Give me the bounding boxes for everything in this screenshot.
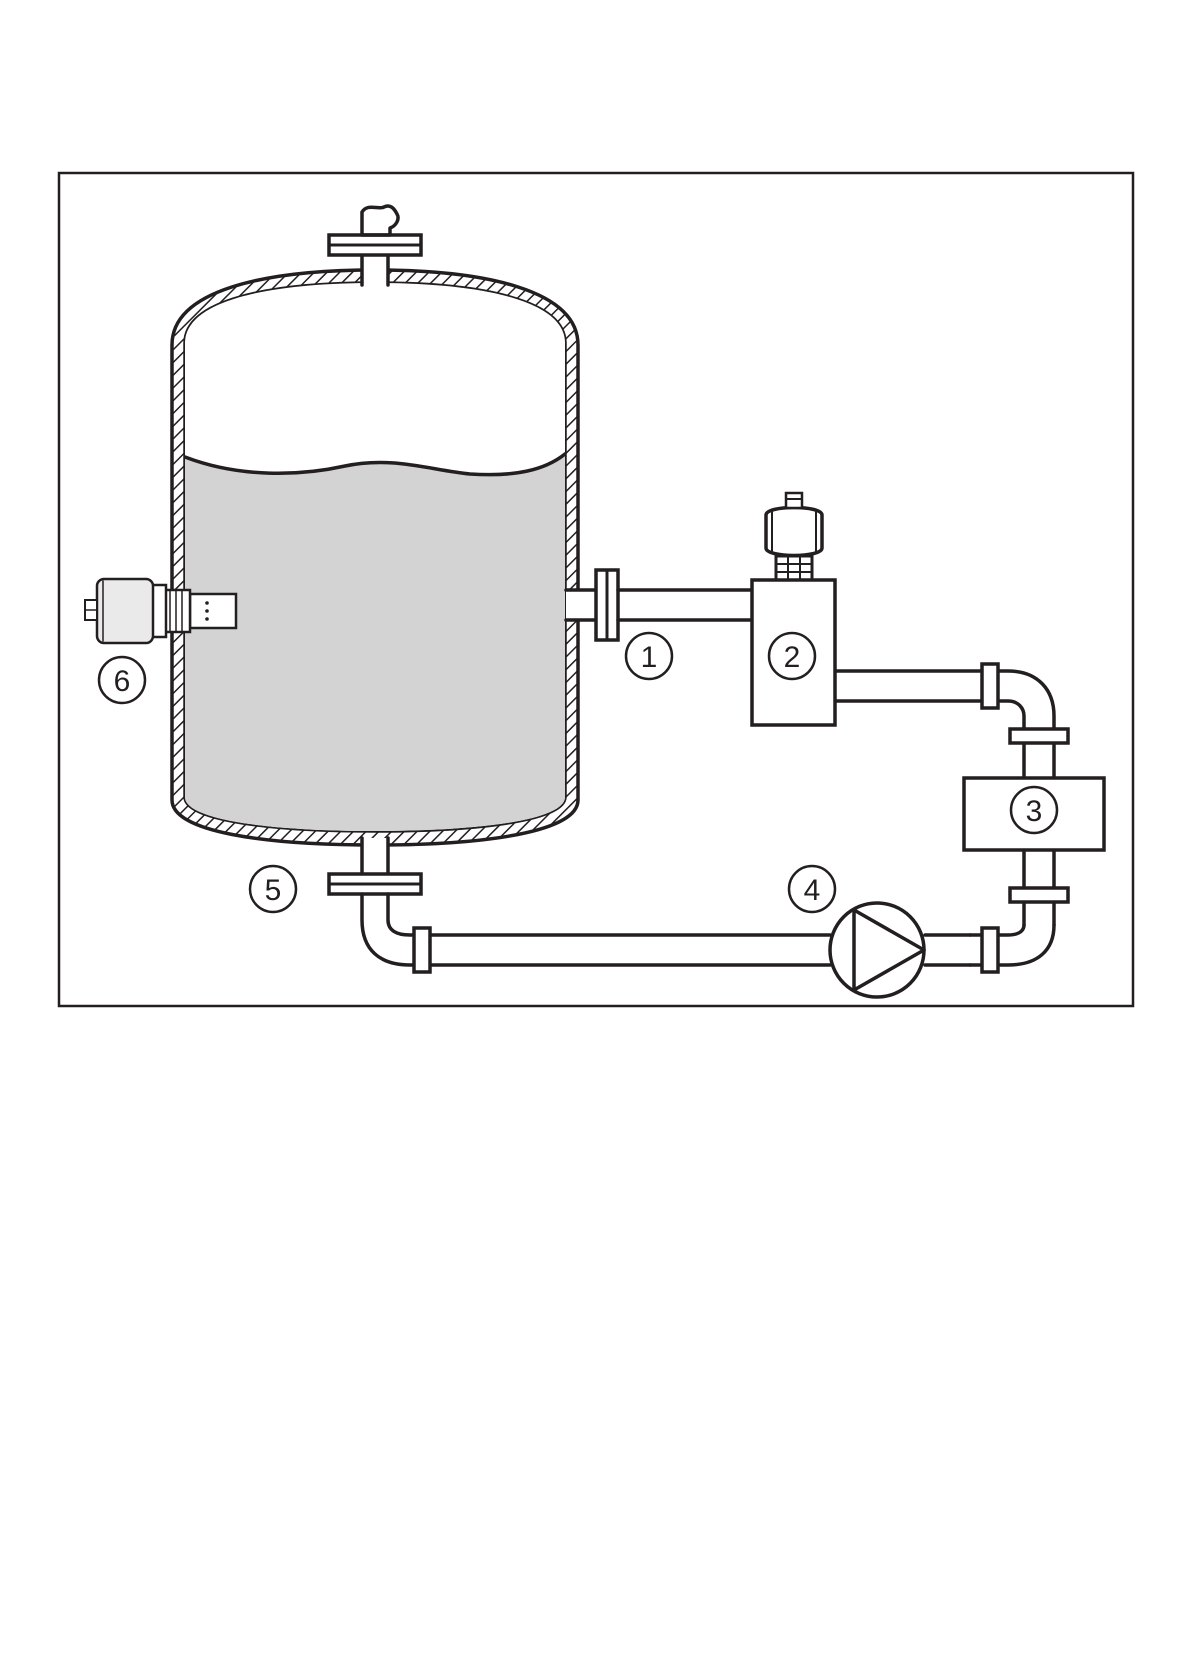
valve-2 xyxy=(752,493,835,725)
callout-5: 5 xyxy=(250,866,296,912)
callout-2: 2 xyxy=(769,633,815,679)
valve-actuator xyxy=(766,508,822,556)
callout-4: 4 xyxy=(789,866,835,912)
callout-3-label: 3 xyxy=(1026,795,1043,828)
callout-4-label: 4 xyxy=(804,874,821,907)
callout-5-label: 5 xyxy=(265,874,282,907)
callout-2-label: 2 xyxy=(784,641,801,674)
callout-1: 1 xyxy=(626,633,672,679)
callout-6: 6 xyxy=(99,657,145,703)
callout-6-label: 6 xyxy=(114,665,131,698)
bottom-outlet-nozzle xyxy=(329,838,421,894)
pump-4 xyxy=(830,903,924,997)
tank xyxy=(172,270,578,845)
callout-1-label: 1 xyxy=(641,641,658,674)
liquid xyxy=(185,454,565,840)
callout-3: 3 xyxy=(1011,787,1057,833)
